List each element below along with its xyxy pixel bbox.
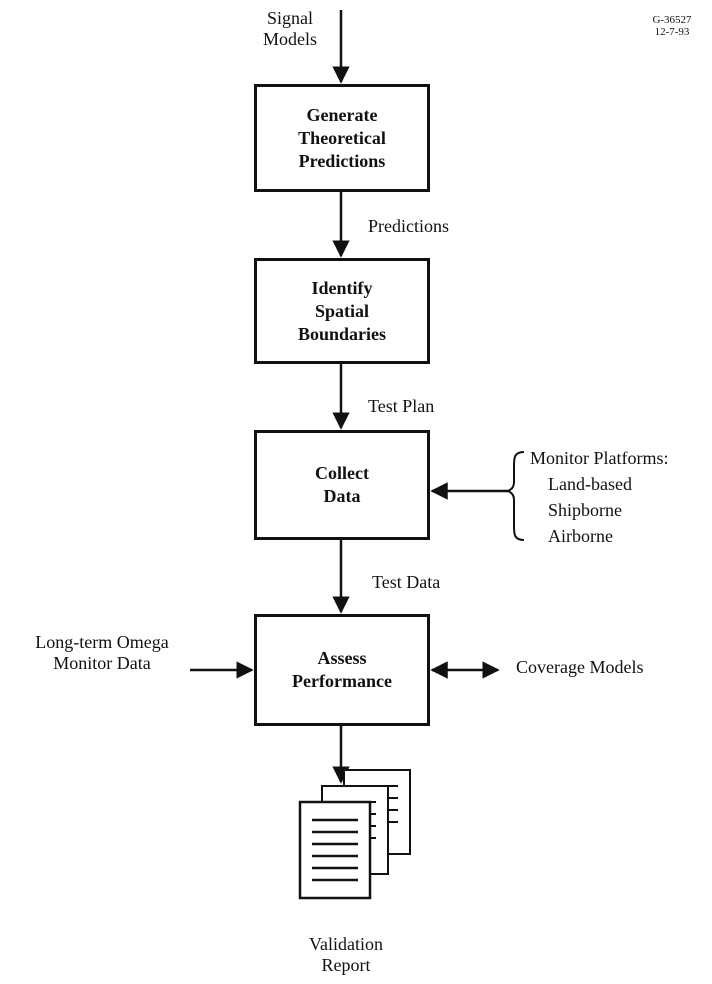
platform-shipborne: Shipborne <box>548 500 622 520</box>
long-term-omega-label: Long-term Omega Monitor Data <box>35 632 169 673</box>
collect-data-label: Collect Data <box>315 463 369 506</box>
monitor-platforms-title: Monitor Platforms: <box>530 448 669 468</box>
signal-models-label: Signal Models <box>263 8 317 49</box>
collect-data-box: Collect Data <box>254 430 430 540</box>
drawing-date: 12-7-93 <box>654 26 690 38</box>
platform-airborne: Airborne <box>548 526 613 546</box>
identify-boundaries-box: Identify Spatial Boundaries <box>254 258 430 364</box>
monitor-platforms-brace <box>505 451 525 541</box>
predictions-label: Predictions <box>368 216 449 236</box>
coverage-models-label: Coverage Models <box>516 657 644 677</box>
generate-predictions-box: Generate Theoretical Predictions <box>254 84 430 192</box>
platform-land-based: Land-based <box>548 474 632 494</box>
assess-performance-label: Assess Performance <box>292 648 392 691</box>
drawing-number: G-36527 <box>652 14 692 26</box>
drawing-reference: G-36527 12-7-93 <box>640 14 704 38</box>
validation-report-icon <box>298 769 411 900</box>
test-data-label: Test Data <box>372 572 441 592</box>
assess-performance-box: Assess Performance <box>254 614 430 726</box>
generate-predictions-label: Generate Theoretical Predictions <box>298 104 386 171</box>
identify-boundaries-label: Identify Spatial Boundaries <box>297 277 387 344</box>
validation-report-label: Validation Report <box>309 934 383 975</box>
test-plan-label: Test Plan <box>368 396 435 416</box>
